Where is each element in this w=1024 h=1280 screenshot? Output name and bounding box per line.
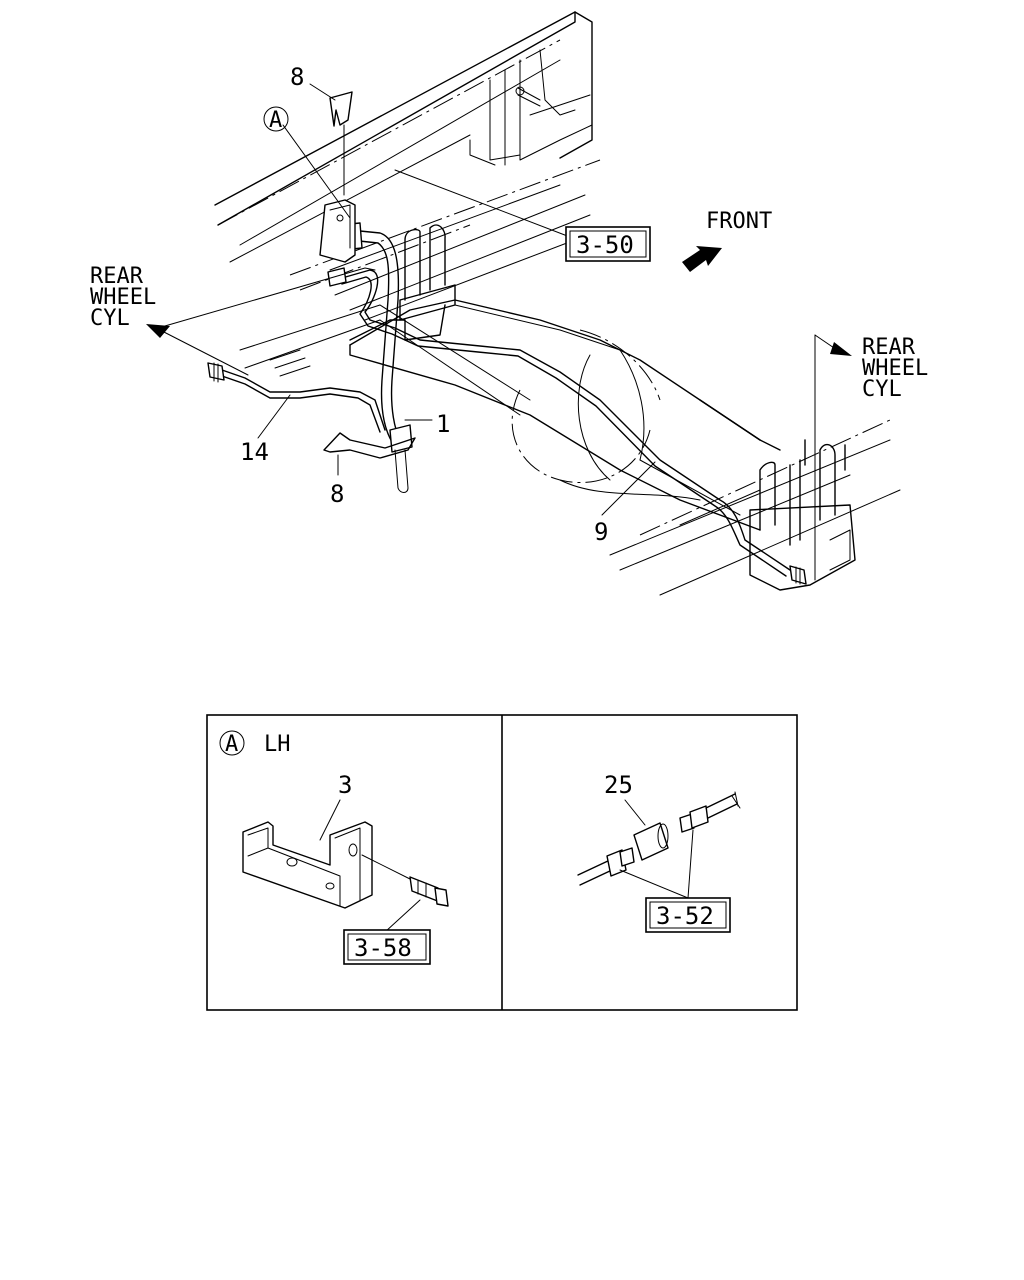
detail-side-lh: LH [264, 732, 291, 757]
callout-a-label: A [269, 108, 282, 133]
rear-wheel-cyl-right: REAR WHEEL CYL [862, 335, 928, 402]
frame-rail [214, 11, 593, 263]
rear-left-line-3: CYL [90, 306, 130, 331]
detail-part-25: 25 [604, 771, 633, 799]
rear-wheel-cyl-left: REAR WHEEL CYL [90, 264, 156, 331]
hose-bracket-top [319, 91, 356, 263]
clip-8-bottom [323, 432, 416, 476]
callout-a-circle: A [263, 106, 289, 133]
detail-right-union: 25 3-52 [577, 771, 741, 933]
detail-ref-3-52: 3-52 [656, 902, 714, 930]
label-part-14: 14 [240, 438, 269, 466]
underbody-lines [239, 159, 601, 416]
brake-pipe-14 [207, 362, 386, 433]
rear-left-line-2: WHEEL [90, 285, 156, 310]
label-part-8-bottom: 8 [330, 480, 344, 508]
label-part-1: 1 [436, 410, 450, 438]
brake-pipe-9 [327, 267, 807, 585]
detail-part-3: 3 [338, 771, 352, 799]
rear-right-line-1: REAR [862, 335, 916, 360]
rear-right-line-2: WHEEL [862, 356, 928, 381]
label-part-8-top: 8 [290, 63, 304, 91]
leader-lines [146, 83, 852, 581]
rear-right-line-3: CYL [862, 377, 902, 402]
rear-left-line-1: REAR [90, 264, 144, 289]
detail-left-bracket: A LH 3 3-58 [219, 730, 449, 965]
label-part-9: 9 [594, 518, 608, 546]
ref-3-50-label: 3-50 [576, 231, 634, 259]
detail-callout-a: A [225, 732, 238, 757]
ref-box-3-50: 3-50 [565, 226, 651, 262]
axle-housing [349, 224, 901, 596]
detail-ref-3-58: 3-58 [354, 934, 412, 962]
front-label: FRONT [706, 209, 772, 234]
